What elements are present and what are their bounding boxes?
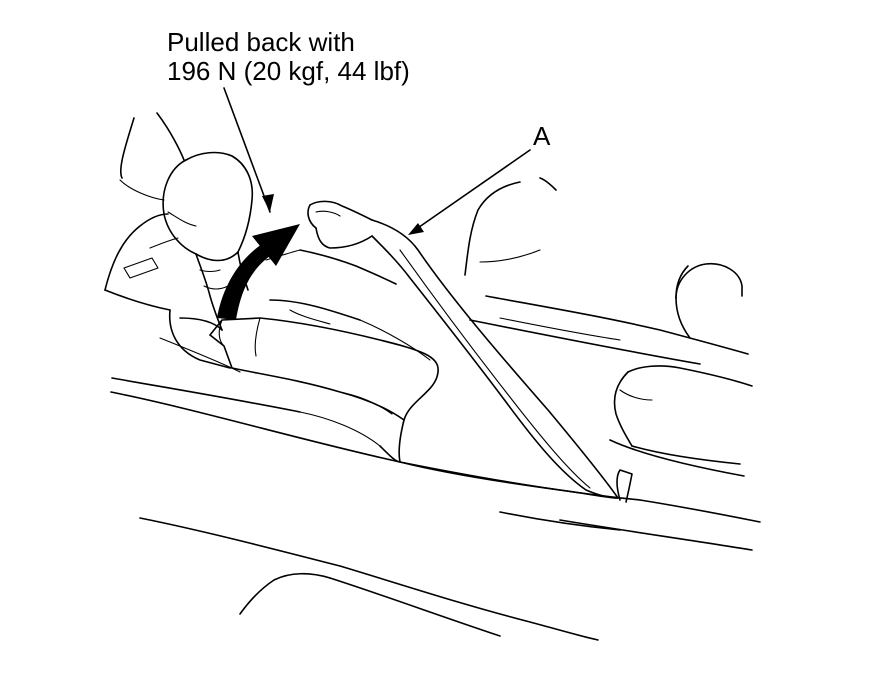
shift-boot bbox=[195, 251, 249, 331]
force-annotation-line2: 196 N (20 kgf, 44 lbf) bbox=[167, 56, 410, 86]
seat-contours bbox=[139, 517, 599, 641]
shift-knob bbox=[156, 112, 254, 262]
pull-arrow-head bbox=[252, 224, 300, 266]
console-right bbox=[464, 177, 761, 551]
pull-direction-arrow bbox=[217, 224, 300, 320]
leader-arrowhead-force bbox=[262, 194, 274, 212]
leader-lines bbox=[223, 87, 531, 235]
lever-housing bbox=[209, 317, 633, 503]
brake-lever bbox=[265, 200, 619, 499]
force-annotation-line1: Pulled back with bbox=[167, 27, 355, 57]
leader-arrowhead-a bbox=[408, 223, 424, 235]
force-annotation: Pulled back with 196 N (20 kgf, 44 lbf) bbox=[167, 28, 410, 86]
part-label-a: A bbox=[533, 121, 551, 151]
